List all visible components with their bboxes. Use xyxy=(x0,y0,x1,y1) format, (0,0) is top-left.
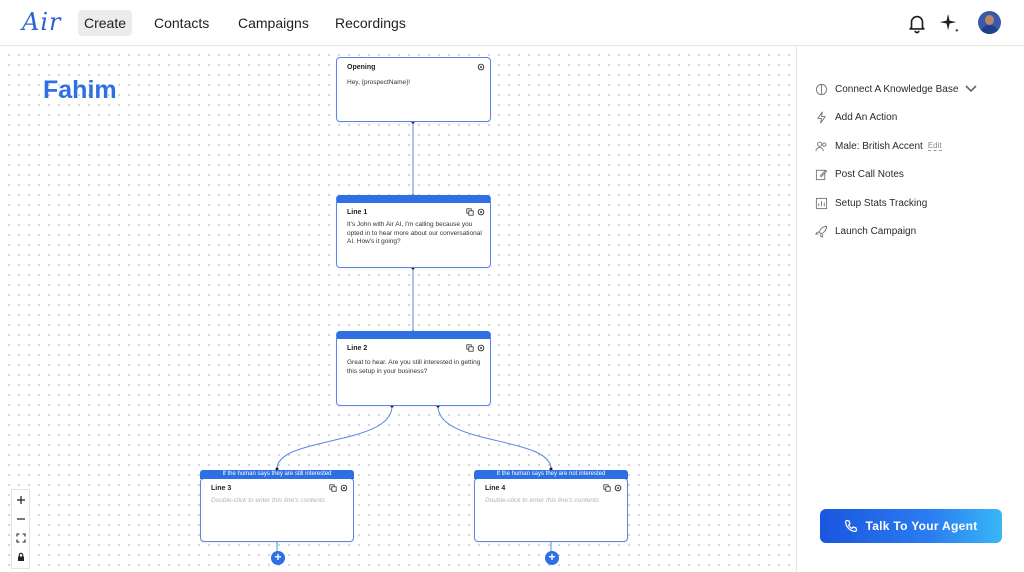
node-body-placeholder: Double-click to enter this line's conten… xyxy=(211,497,325,504)
node-body: Great to hear. Are you still interested … xyxy=(347,359,481,375)
lock-icon xyxy=(17,552,24,561)
settings-icon[interactable] xyxy=(477,344,485,352)
air-logo[interactable]: Air xyxy=(22,8,62,36)
branch-condition-label: If the human says they are still interes… xyxy=(200,470,354,479)
copy-icon[interactable] xyxy=(329,484,337,492)
setup-stats-tracking-item[interactable]: Setup Stats Tracking xyxy=(815,195,927,211)
copy-icon[interactable] xyxy=(466,344,474,352)
zoom-in-button[interactable] xyxy=(12,490,29,509)
settings-icon[interactable] xyxy=(477,208,485,216)
node-title: Line 2 xyxy=(347,345,368,352)
copy-icon[interactable] xyxy=(466,208,474,216)
plus-icon xyxy=(16,495,25,504)
users-icon xyxy=(815,141,827,151)
launch-campaign-item[interactable]: Launch Campaign xyxy=(815,223,916,239)
agent-name[interactable]: Fahim xyxy=(43,76,117,104)
node-body: Hey, {prospectName}! xyxy=(347,79,411,86)
node-line-4[interactable]: If the human says they are not intereste… xyxy=(474,470,628,542)
panel-item-label: Add An Action xyxy=(835,111,898,123)
edit-note-icon xyxy=(815,169,828,180)
node-line-3[interactable]: If the human says they are still interes… xyxy=(200,470,354,542)
node-body-placeholder: Double-click to enter this line's conten… xyxy=(485,497,599,504)
node-opening[interactable]: Opening Hey, {prospectName}! xyxy=(336,57,491,122)
settings-icon[interactable] xyxy=(340,484,348,492)
avatar[interactable] xyxy=(978,11,1001,34)
lock-button[interactable] xyxy=(12,547,29,566)
fit-view-icon xyxy=(15,532,26,543)
nav-recordings[interactable]: Recordings xyxy=(335,15,406,31)
connect-knowledge-base-item[interactable]: Connect A Knowledge Base xyxy=(815,81,978,97)
branch-condition-label: If the human says they are not intereste… xyxy=(474,470,628,479)
flow-canvas[interactable]: Fahim Opening Hey, {prospectName}! Line … xyxy=(0,46,796,572)
settings-icon[interactable] xyxy=(614,484,622,492)
agent-settings-panel: Connect A Knowledge Base Add An Action M… xyxy=(796,46,1024,572)
nav-contacts[interactable]: Contacts xyxy=(154,15,210,31)
minus-icon xyxy=(16,517,25,520)
sparkle-icon[interactable] xyxy=(938,12,960,34)
chart-icon xyxy=(815,197,828,209)
talk-button-label: Talk To Your Agent xyxy=(865,519,978,533)
brain-icon xyxy=(815,83,828,95)
panel-item-label: Male: British Accent xyxy=(835,140,923,152)
zoom-controls xyxy=(11,489,30,569)
add-node-button[interactable]: + xyxy=(271,551,285,565)
node-title: Line 1 xyxy=(347,209,368,216)
top-nav-bar: Air Create Contacts Campaigns Recordings xyxy=(0,0,1024,46)
nav-create[interactable]: Create xyxy=(78,10,133,36)
edit-voice-link[interactable]: Edit xyxy=(927,141,942,151)
voice-setting-item[interactable]: Male: British Accent Edit xyxy=(815,138,942,154)
bell-icon[interactable] xyxy=(906,12,928,34)
panel-item-label: Connect A Knowledge Base xyxy=(835,83,959,95)
panel-item-label: Setup Stats Tracking xyxy=(835,197,928,209)
panel-item-label: Post Call Notes xyxy=(835,168,904,180)
chevron-down-icon[interactable] xyxy=(964,84,978,94)
node-title: Line 3 xyxy=(211,485,232,492)
talk-to-agent-button[interactable]: Talk To Your Agent xyxy=(820,509,1002,543)
fit-view-button[interactable] xyxy=(12,528,29,547)
flow-edges xyxy=(275,120,553,552)
zoom-out-button[interactable] xyxy=(12,509,29,528)
phone-icon xyxy=(845,519,858,533)
panel-item-label: Launch Campaign xyxy=(835,225,917,237)
nav-campaigns[interactable]: Campaigns xyxy=(238,15,309,31)
node-line-1[interactable]: Line 1 It's John with Air AI, I'm callin… xyxy=(336,195,491,268)
post-call-notes-item[interactable]: Post Call Notes xyxy=(815,166,904,182)
node-line-2[interactable]: Line 2 Great to hear. Are you still inte… xyxy=(336,331,491,406)
add-node-button[interactable]: + xyxy=(545,551,559,565)
lightning-icon xyxy=(817,110,826,124)
rocket-icon xyxy=(815,225,828,238)
node-title: Line 4 xyxy=(485,485,506,492)
add-action-item[interactable]: Add An Action xyxy=(815,109,897,125)
node-title: Opening xyxy=(347,64,376,71)
settings-icon[interactable] xyxy=(477,63,485,71)
copy-icon[interactable] xyxy=(603,484,611,492)
node-body: It's John with Air AI, I'm calling becau… xyxy=(347,221,482,245)
